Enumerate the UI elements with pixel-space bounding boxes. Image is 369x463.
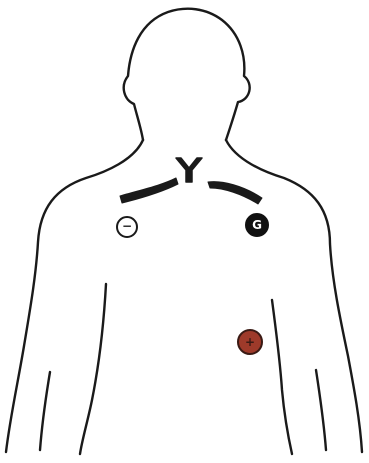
left-clavicle [120, 178, 178, 203]
positive-electrode-label: + [245, 335, 255, 349]
left-torso-side [80, 284, 106, 454]
right-arm-outline [226, 140, 362, 452]
left-inner-arm [40, 372, 50, 450]
negative-electrode-label: − [122, 219, 132, 233]
negative-electrode: − [117, 217, 137, 237]
right-inner-arm [316, 370, 326, 450]
ground-electrode: G [246, 214, 268, 236]
head-outline [124, 9, 250, 140]
right-clavicle [208, 182, 262, 204]
positive-electrode: + [238, 330, 262, 354]
throat-mark [176, 158, 202, 182]
ground-electrode-label: G [252, 218, 262, 232]
right-torso-side [272, 300, 292, 454]
left-arm-outline [6, 140, 143, 452]
